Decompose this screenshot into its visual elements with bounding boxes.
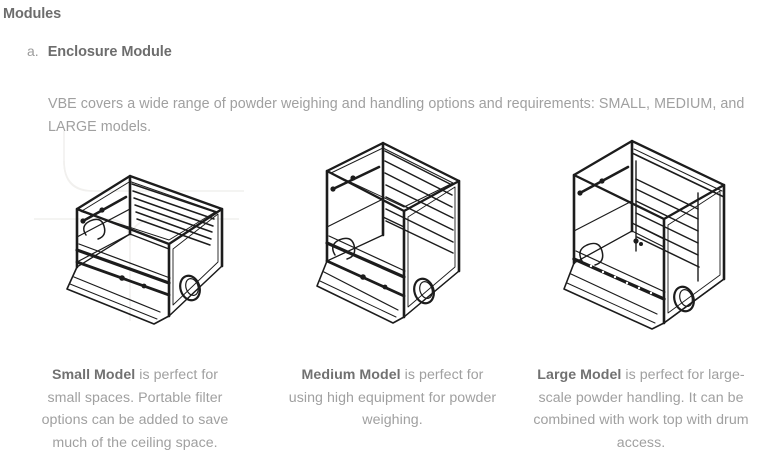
caption-large-model: Large Model is perfect for large-scale p… xyxy=(517,364,779,454)
large-model-enclosure-drawing xyxy=(562,139,725,330)
list-item: a. Enclosure Module xyxy=(27,43,172,60)
figure-small-model xyxy=(0,131,268,331)
caption-small-model: Small Model is perfect for small spaces.… xyxy=(0,364,268,454)
figures-row xyxy=(0,131,779,333)
captions-row: Small Model is perfect for small spaces.… xyxy=(0,350,779,468)
caption-medium-model: Medium Model is perfect for using high e… xyxy=(268,364,517,454)
caption-small-model-text: is perfect for small spaces. Portable fi… xyxy=(41,367,229,451)
caption-large-model-bold: Large Model xyxy=(537,367,622,384)
caption-medium-model-text: is perfect for using high equipment for … xyxy=(288,367,497,429)
caption-small-model-bold: Small Model xyxy=(51,367,136,384)
list-item-marker: a. xyxy=(27,43,39,59)
page-title: Modules xyxy=(3,6,62,22)
small-model-enclosure-drawing xyxy=(34,131,244,325)
document-page: Modules a. Enclosure Module VBE covers a… xyxy=(0,6,779,451)
list-item-title: Enclosure Module xyxy=(47,44,172,60)
figure-medium-model xyxy=(268,131,517,331)
caption-medium-model-bold: Medium Model xyxy=(301,367,401,384)
medium-model-enclosure-drawing xyxy=(315,141,460,324)
figure-large-model xyxy=(517,131,779,333)
